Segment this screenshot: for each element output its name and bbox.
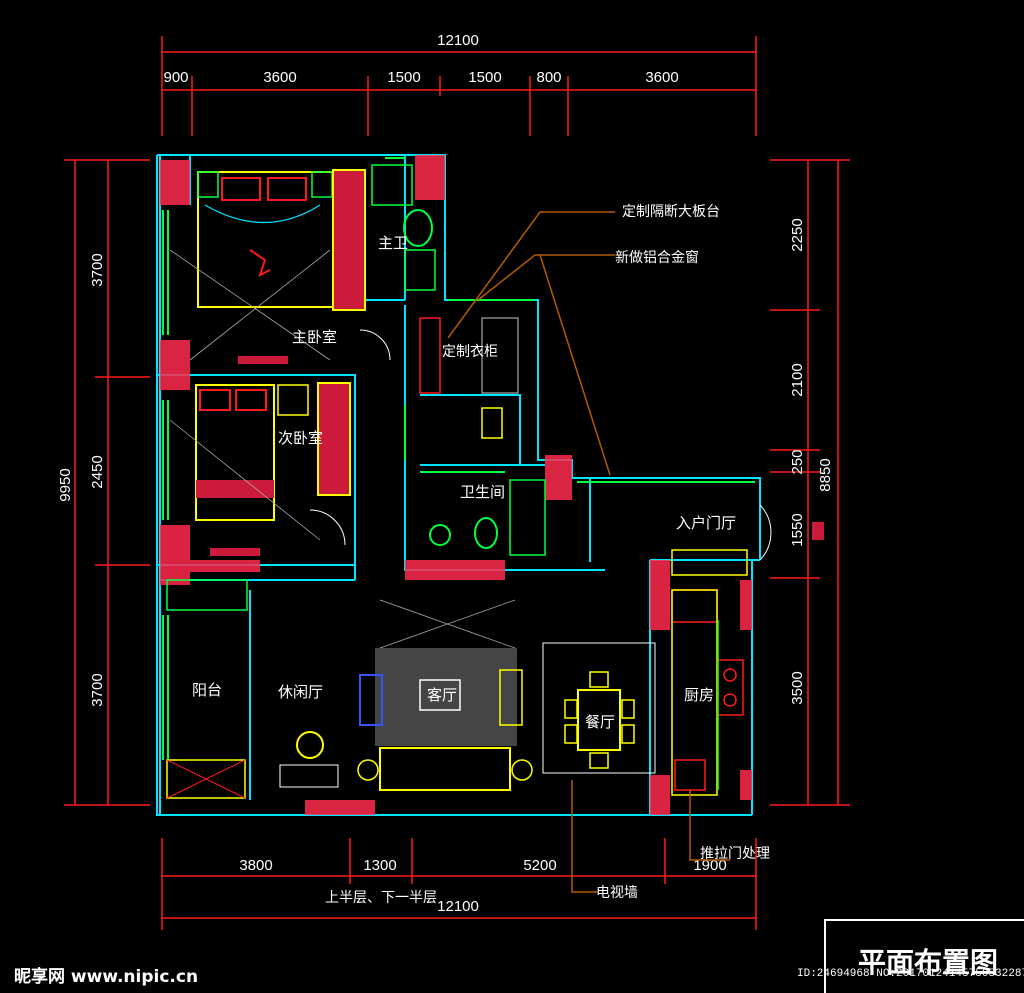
top-dim-1: 900	[163, 69, 188, 86]
left-dim-2: 2450	[89, 455, 106, 488]
room-entrance: 入户门厅	[676, 514, 736, 532]
windows	[162, 157, 755, 760]
bottom-dim-2: 1300	[363, 857, 396, 874]
watermark-brand: 昵享网 www.nipic.cn	[14, 966, 198, 987]
callout-kitchen-door: 推拉门处理	[700, 846, 770, 862]
closet	[332, 169, 366, 311]
room-leisure-hall: 休闲厅	[278, 683, 323, 701]
leisure-hall: 休闲厅	[278, 683, 339, 788]
drawing-title: 平面布置图	[858, 946, 998, 979]
top-dimension-lines	[161, 36, 757, 136]
title-block: 平面布置图	[824, 919, 1024, 993]
master-bedroom: 主卧室	[169, 169, 366, 364]
top-dim-4: 1500	[468, 69, 501, 86]
bottom-dim-4: 1900	[693, 857, 726, 874]
stove-icon	[717, 659, 744, 716]
room-master-bath: 主卫	[378, 234, 408, 252]
watermark-id: ID:24694968 NO:20170124145750532287	[797, 968, 1024, 980]
right-dim-3: 250	[789, 449, 806, 474]
bed-icon	[195, 384, 275, 521]
room-bathroom: 卫生间	[460, 483, 505, 501]
sofa-icon	[379, 747, 511, 791]
room-balcony: 阳台	[192, 681, 222, 699]
sink-icon	[671, 589, 718, 623]
dining-table-icon	[577, 689, 621, 751]
chair-icon	[296, 731, 324, 759]
entrance-hall: 入户门厅	[671, 504, 772, 576]
callout-leaders	[447, 211, 730, 893]
right-dim-1: 2250	[789, 218, 806, 251]
top-total-dim: 12100	[437, 32, 479, 49]
room-second-bedroom: 次卧室	[278, 429, 323, 447]
top-dim-3: 1500	[387, 69, 420, 86]
toilet-icon	[403, 209, 433, 247]
top-dim-5: 800	[536, 69, 561, 86]
room-living-room: 客厅	[427, 686, 457, 704]
sink-icon	[429, 524, 451, 546]
bathroom: 卫生间	[429, 479, 546, 556]
master-bath: 主卫	[371, 164, 436, 291]
callout-window: 新做铝合金窗	[615, 249, 699, 266]
toilet-icon	[474, 517, 498, 549]
right-dimension-lines	[770, 159, 850, 806]
living-room: 客厅	[357, 599, 533, 791]
bottom-dim-1: 3800	[239, 857, 272, 874]
top-dim-6: 3600	[645, 69, 678, 86]
section-marker	[812, 522, 824, 540]
sink-icon	[404, 249, 436, 291]
bottom-dimension-lines	[161, 838, 757, 930]
left-dim-3: 3700	[89, 673, 106, 706]
left-dim-1: 3700	[89, 253, 106, 286]
closet-label: 定制衣柜	[442, 344, 498, 360]
room-dining-room: 餐厅	[585, 713, 615, 731]
kitchen: 厨房	[671, 589, 744, 796]
room-kitchen: 厨房	[684, 686, 714, 704]
stair-note: 上半层、下一半层	[325, 890, 437, 906]
closet	[317, 382, 351, 496]
bottom-total-dim: 12100	[437, 898, 479, 915]
right-total-dim: 8850	[817, 458, 834, 491]
right-dim-4: 1550	[789, 513, 806, 546]
left-total-dim: 9950	[57, 468, 74, 501]
right-dim-2: 2100	[789, 363, 806, 396]
room-master-bedroom: 主卧室	[292, 328, 337, 346]
balcony: 阳台	[166, 579, 248, 799]
walls-hatched	[160, 155, 752, 815]
second-bedroom: 次卧室	[169, 382, 351, 556]
right-dim-5: 3500	[789, 671, 806, 704]
callout-partition: 定制隔断大板台	[622, 204, 720, 220]
callout-tv-wall: 电视墙	[596, 885, 638, 901]
top-dim-2: 3600	[263, 69, 296, 86]
left-dimension-lines	[64, 159, 150, 806]
dining-room: 餐厅	[542, 642, 656, 774]
bottom-dim-3: 5200	[523, 857, 556, 874]
rug	[375, 648, 517, 746]
corridor-storage: 定制衣柜	[309, 317, 519, 546]
